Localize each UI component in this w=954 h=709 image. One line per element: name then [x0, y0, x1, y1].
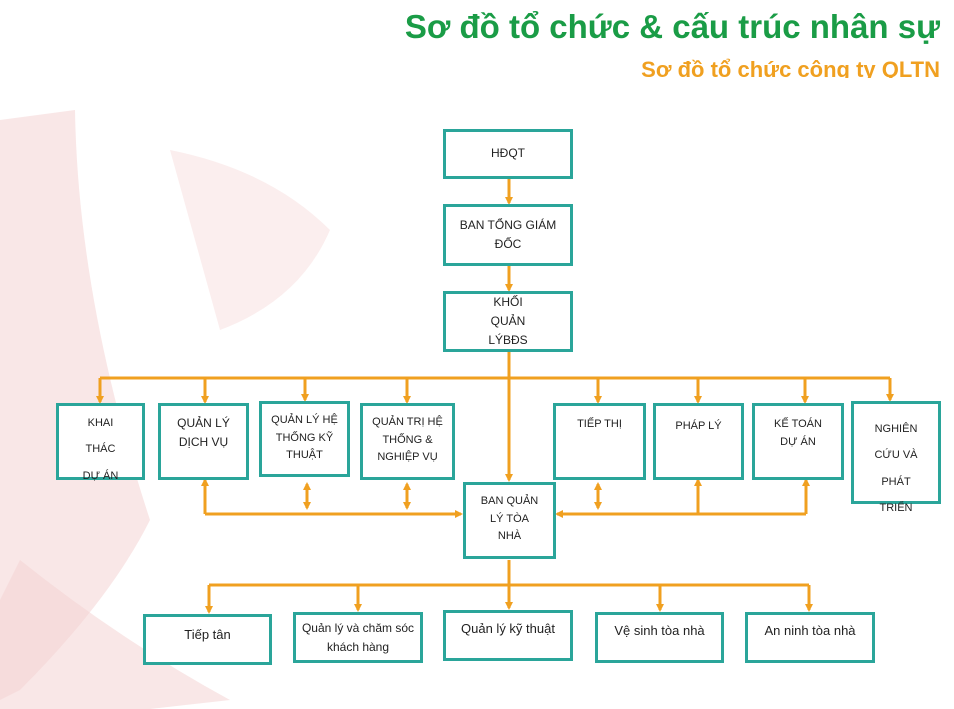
box-quan-tri-he-thong-nghiep-vu-label: QUẢN TRỊ HỆ THỐNG & NGHIỆP VỤ [372, 416, 443, 464]
box-an-ninh-toa-nha: An ninh tòa nhà [745, 612, 875, 663]
box-quan-ly-ky-thuat-label: Quản lý kỹ thuật [461, 621, 555, 636]
box-tiep-thi: TIẾP THỊ [553, 403, 646, 480]
box-ke-toan-du-an: KẾ TOÁN DỰ ÁN [752, 403, 844, 480]
box-tiep-tan: Tiếp tân [143, 614, 272, 665]
box-quan-ly-dich-vu: QUẢN LÝ DỊCH VỤ [158, 403, 249, 480]
box-ve-sinh-toa-nha-label: Vệ sinh tòa nhà [614, 623, 705, 638]
box-khai-thac-du-an: KHAI THÁC DỰ ÁN [56, 403, 145, 482]
box-ban-tong-giam-doc-label: BAN TỔNG GIÁM ĐỐC [459, 217, 557, 251]
box-nghien-cuu-phat-trien-label: NGHIÊN CỨU VÀ PHÁT TRIỂN [874, 423, 918, 515]
box-tiep-tan-label: Tiếp tân [184, 627, 231, 642]
box-an-ninh-toa-nha-label: An ninh tòa nhà [764, 623, 856, 638]
page-subtitle: Sơ đồ tổ chức công ty QLTN [641, 57, 940, 78]
box-ban-quan-ly-toa-nha: BAN QUẢN LÝ TÒA NHÀ [463, 482, 556, 559]
box-ban-tong-giam-doc: BAN TỔNG GIÁM ĐỐC [443, 204, 573, 266]
box-quan-ly-he-thong-ky-thuat: QUẢN LÝ HỆ THỐNG KỸ THUẬT [259, 401, 350, 477]
box-hdqt: HĐQT [443, 129, 573, 179]
box-khai-thac-du-an-label: KHAI THÁC DỰ ÁN [82, 417, 119, 482]
box-cham-soc-khach-hang: Quản lý và chăm sóc khách hàng [293, 612, 423, 663]
box-quan-ly-dich-vu-label: QUẢN LÝ DỊCH VỤ [177, 416, 230, 450]
box-nghien-cuu-phat-trien: NGHIÊN CỨU VÀ PHÁT TRIỂN [851, 401, 941, 514]
box-cham-soc-khach-hang-label: Quản lý và chăm sóc khách hàng [301, 621, 415, 655]
box-phap-ly-label: PHÁP LÝ [675, 420, 722, 432]
box-quan-tri-he-thong-nghiep-vu: QUẢN TRỊ HỆ THỐNG & NGHIỆP VỤ [360, 403, 455, 480]
box-tiep-thi-label: TIẾP THỊ [577, 418, 622, 430]
box-ve-sinh-toa-nha: Vệ sinh tòa nhà [595, 612, 724, 663]
box-ke-toan-du-an-label: KẾ TOÁN DỰ ÁN [774, 418, 822, 448]
page-title: Sơ đồ tổ chức & cấu trúc nhân sự [404, 8, 940, 45]
box-phap-ly: PHÁP LÝ [653, 403, 744, 480]
box-khoi-quan-ly-bds-label: KHỐI QUẢN LÝBĐS [488, 294, 528, 348]
box-ban-quan-ly-toa-nha-label: BAN QUẢN LÝ TÒA NHÀ [480, 495, 539, 543]
box-quan-ly-ky-thuat: Quản lý kỹ thuật [443, 610, 573, 661]
box-quan-ly-he-thong-ky-thuat-label: QUẢN LÝ HỆ THỐNG KỸ THUẬT [271, 414, 338, 462]
box-hdqt-label: HĐQT [491, 146, 525, 161]
box-khoi-quan-ly-bds: KHỐI QUẢN LÝBĐS [443, 291, 573, 352]
